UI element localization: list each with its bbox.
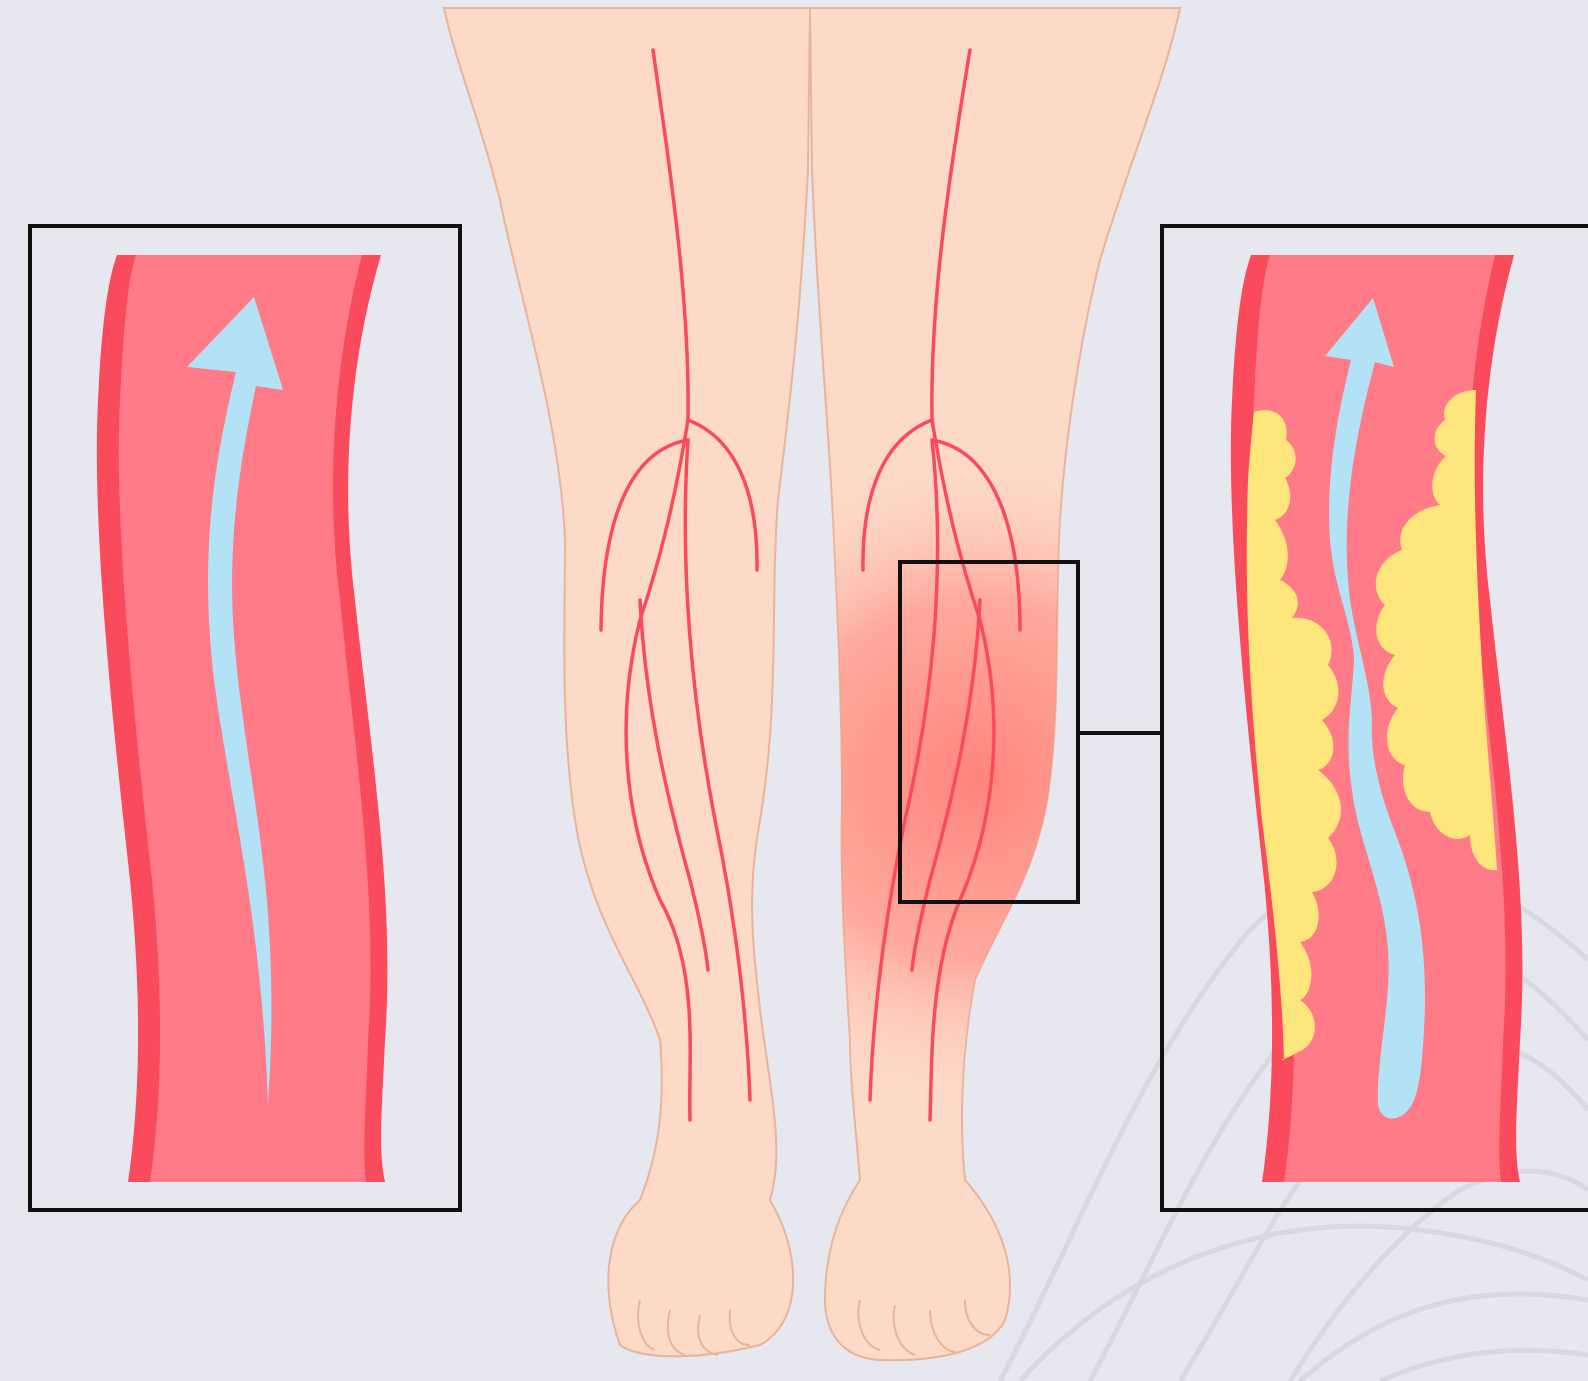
- healthy-artery-panel: [30, 226, 460, 1210]
- plaque-artery-panel: [1162, 226, 1588, 1210]
- right-side-leg: [444, 8, 810, 1356]
- legs: [444, 8, 1180, 1360]
